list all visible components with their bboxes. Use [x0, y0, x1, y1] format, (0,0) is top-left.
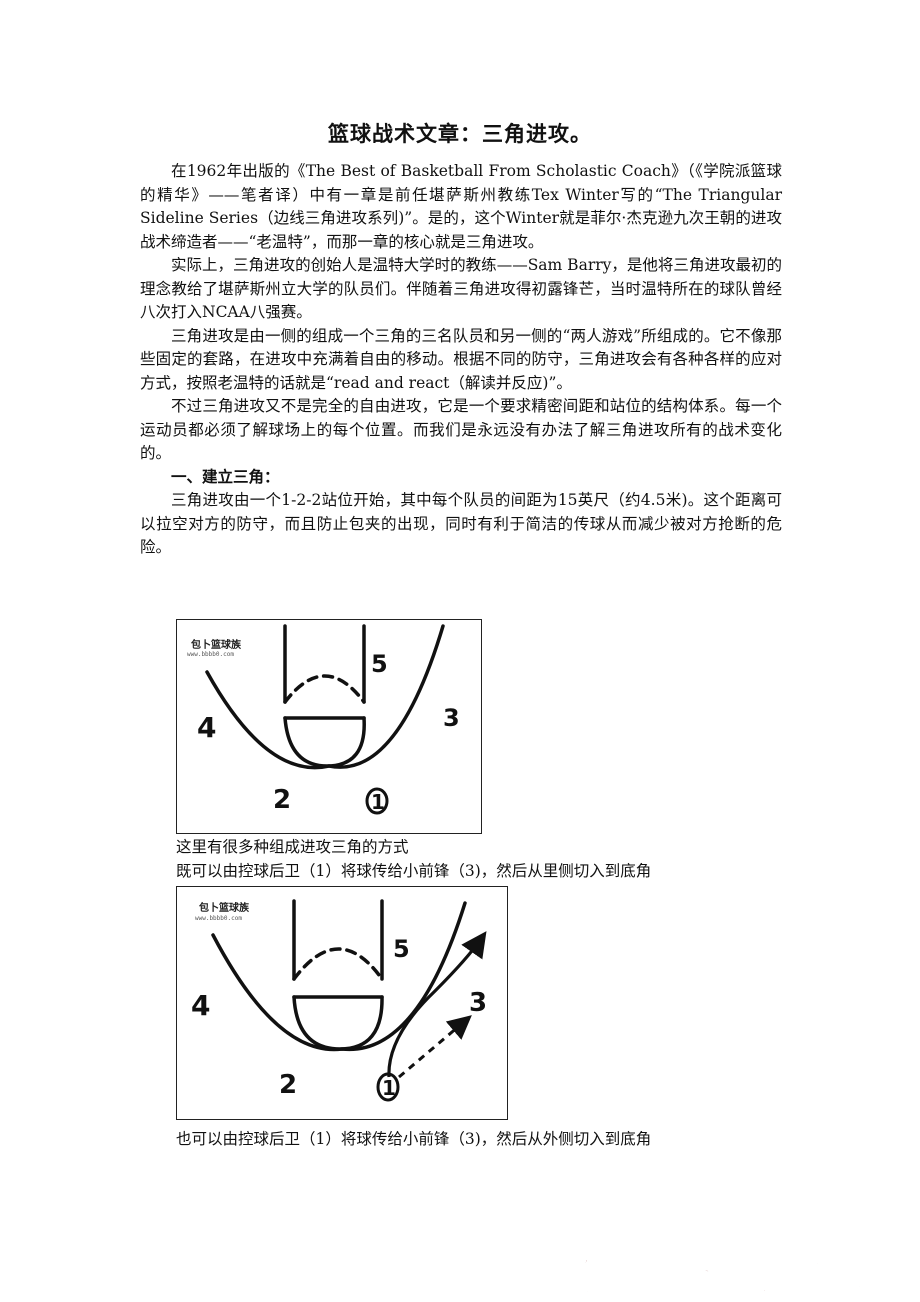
court-lines — [205, 624, 445, 770]
court-diagram-1-svg: 包卜篮球族 www.bbbb0.com 5 4 3 2 1 — [187, 624, 460, 815]
court-lines — [211, 899, 467, 1052]
three-point-arc — [211, 901, 467, 1052]
section-heading: 一、建立三角： — [171, 467, 280, 486]
article-body: 在1962年出版的《The Best of Basketball From Sc… — [140, 160, 782, 560]
diagram-logo-text: 包卜篮球族 — [191, 638, 242, 651]
paragraph-1: 在1962年出版的《The Best of Basketball From Sc… — [140, 162, 782, 251]
cut-path-arrow — [387, 931, 487, 1078]
player-5-label: 5 — [393, 935, 410, 963]
player-2-label: 2 — [273, 785, 291, 815]
player-4-label: 4 — [197, 711, 216, 744]
free-throw-circle-bottom — [292, 995, 384, 1051]
diagram-url-text: www.bbbb0.com — [195, 915, 242, 922]
court-diagram-2-svg: 包卜篮球族 www.bbbb0.com 5 4 3 2 1 — [191, 899, 487, 1102]
player-5-label: 5 — [371, 650, 388, 678]
diagram-url-text: www.bbbb0.com — [187, 651, 234, 658]
caption-2: 既可以由控球后卫（1）将球传给小前锋（3)，然后从里侧切入到底角 — [176, 862, 652, 880]
player-4-label: 4 — [191, 989, 210, 1022]
diagram-logo-text: 包卜篮球族 — [199, 901, 250, 914]
court-diagram-1: 包卜篮球族 www.bbbb0.com 5 4 3 2 1 — [176, 619, 482, 834]
site-watermark: 兴业综合信息新闻网 — [551, 1253, 913, 1301]
player-1-label: 1 — [371, 790, 385, 814]
player-1-circle — [376, 1072, 400, 1102]
free-throw-circle-bottom — [283, 716, 366, 768]
free-throw-circle-top-dashed — [292, 947, 384, 981]
article-title: 篮球战术文章：三角进攻。 — [328, 122, 592, 146]
paragraph-3: 三角进攻是由一侧的组成一个三角的三名队员和另一侧的“两人游戏”所组成的。它不像那… — [140, 326, 782, 392]
caption-3: 也可以由控球后卫（1）将球传给小前锋（3)，然后从外侧切入到底角 — [176, 1130, 652, 1148]
paragraph-4: 不过三角进攻又不是完全的自由进攻，它是一个要求精密间距和站位的结构体系。每一个运… — [140, 397, 782, 462]
free-throw-circle-top-dashed — [283, 674, 366, 704]
paragraph-2: 实际上，三角进攻的创始人是温特大学时的教练——Sam Barry，是他将三角进攻… — [140, 256, 782, 321]
court-diagram-2: 包卜篮球族 www.bbbb0.com 5 4 3 2 1 — [176, 886, 508, 1120]
player-1-label: 1 — [382, 1076, 396, 1100]
caption-1: 这里有很多种组成进攻三角的方式 — [176, 838, 409, 856]
player-3-label: 3 — [443, 704, 460, 732]
player-3-label: 3 — [469, 988, 487, 1018]
section-paragraph: 三角进攻由一个1-2-2站位开始，其中每个队员的间距为15英尺（约4.5米)。这… — [140, 491, 782, 556]
player-1-circle — [365, 787, 389, 815]
three-point-arc — [205, 624, 445, 770]
player-2-label: 2 — [279, 1070, 297, 1100]
pass-dashed-arrow — [398, 1015, 472, 1079]
